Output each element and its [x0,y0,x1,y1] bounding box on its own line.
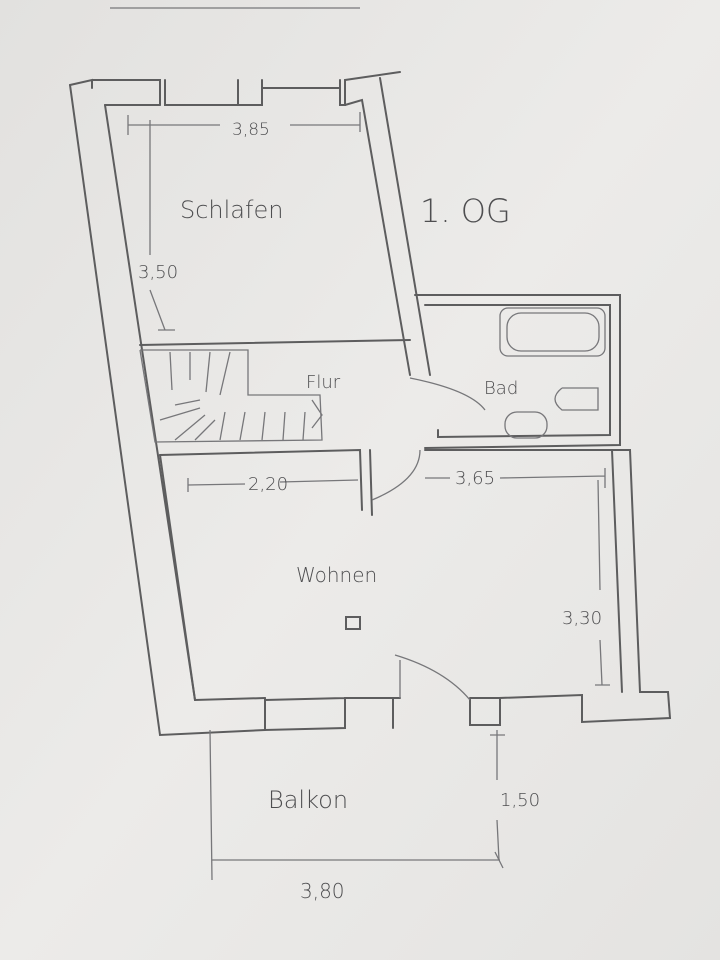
dim-wohnen-right-width: 3,65 [455,468,495,489]
bathtub-icon [499,307,606,357]
staircase [139,349,323,443]
walls [69,71,672,737]
sink-icon [504,411,548,439]
toilet-icon [554,387,599,411]
dimension-lines [127,112,610,881]
dim-wohnen-left-width: 2,20 [248,474,288,495]
room-label-balkon: Balkon [268,786,348,814]
doors [371,377,486,701]
room-label-bad: Bad [484,378,518,399]
bathtub-basin [506,312,600,352]
dim-balkon-width: 3,80 [300,879,345,903]
dim-wohnen-depth: 3,30 [562,608,602,629]
chimney-icon [345,616,361,630]
floor-label: 1. OG [420,192,511,230]
dim-schlafen-width: 3,85 [232,120,270,140]
room-label-wohnen: Wohnen [296,563,377,587]
dim-balkon-depth: 1,50 [500,790,540,811]
dim-schlafen-depth: 3,50 [138,262,178,283]
room-label-flur: Flur [306,372,341,393]
room-label-schlafen: Schlafen [180,196,283,224]
